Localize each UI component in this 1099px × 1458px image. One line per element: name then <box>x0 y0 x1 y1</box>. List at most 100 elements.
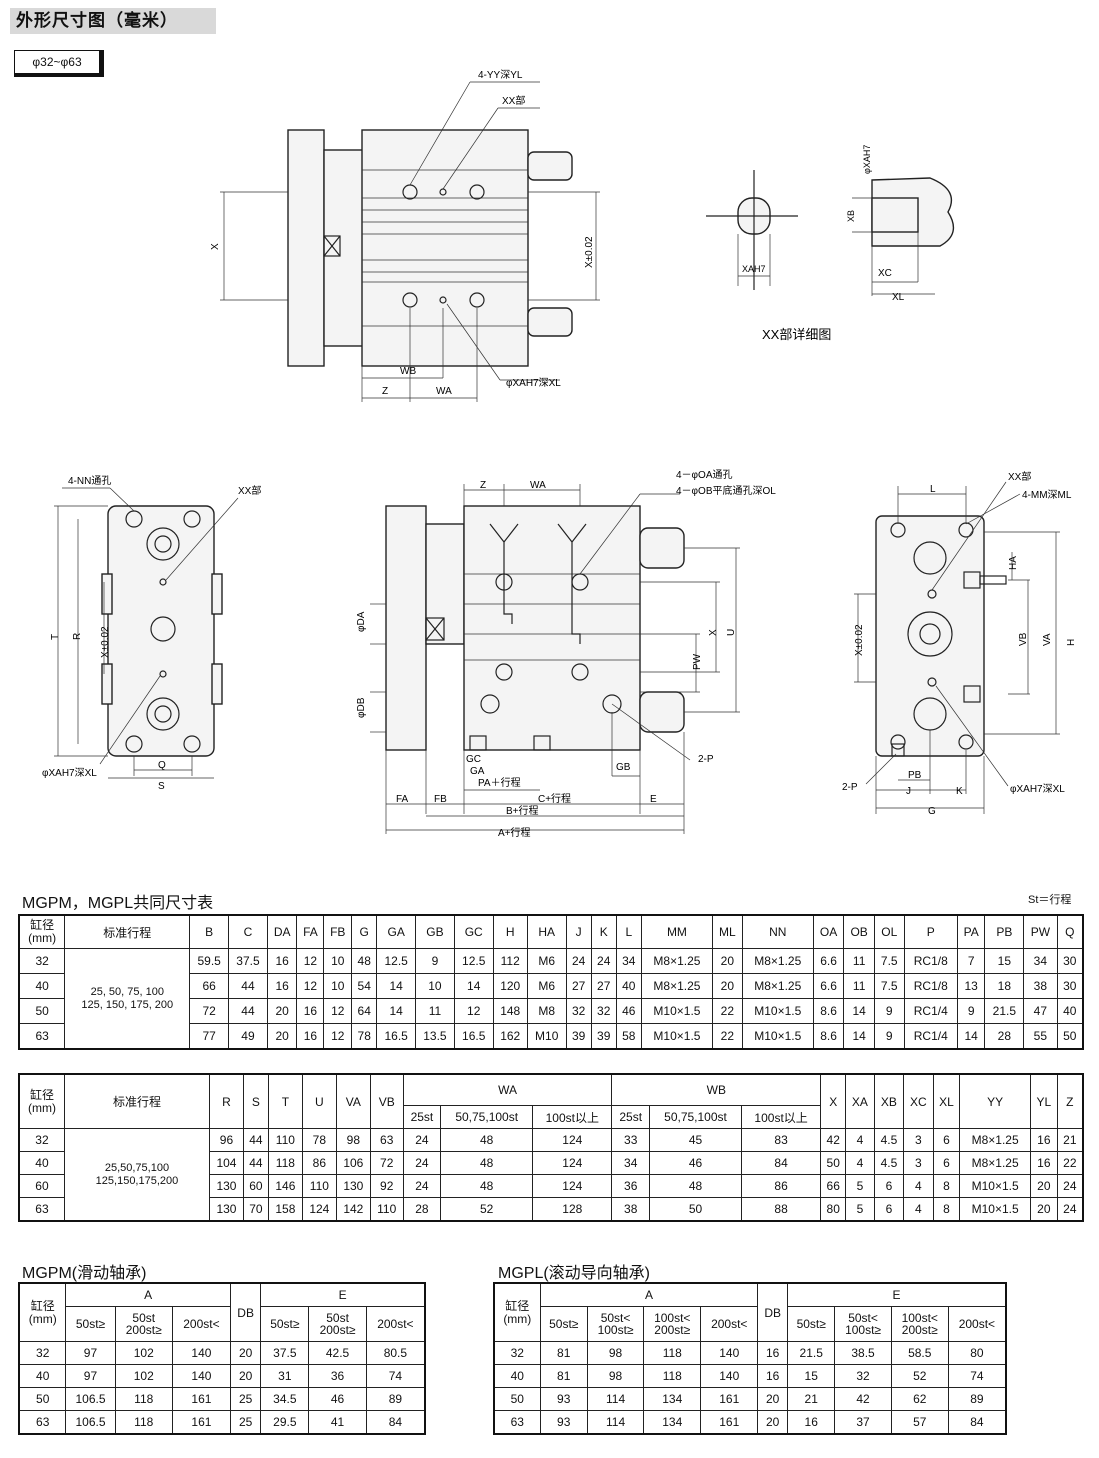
table-cell: 14 <box>453 973 494 999</box>
right-pb: PB <box>908 770 922 781</box>
table-cell: 40 <box>18 1364 67 1388</box>
subheader-cell: 50st≥ <box>787 1306 836 1342</box>
table-cell: 16 <box>266 973 298 999</box>
label-wa: WA <box>436 386 452 397</box>
table-cell: 4.5 <box>873 1151 905 1175</box>
mid-ga: GA <box>470 766 485 777</box>
table-cell: 36 <box>308 1364 367 1388</box>
detail-xl: XL <box>892 292 905 303</box>
header-cell: R <box>208 1073 244 1129</box>
table-cell: 78 <box>301 1128 337 1152</box>
table-cell: 28 <box>984 1023 1025 1050</box>
right-h: H <box>1066 639 1077 646</box>
table-cell: 81 <box>539 1364 588 1388</box>
header-cell: XC <box>903 1073 934 1129</box>
subheader-cell: 200st< <box>171 1306 231 1342</box>
table-cell: 14 <box>843 1023 875 1050</box>
table-cell: 6 <box>873 1197 905 1222</box>
table-cell: 48 <box>440 1174 534 1198</box>
table-cell: M10×1.5 <box>959 1197 1031 1222</box>
right-g: G <box>928 806 936 817</box>
subheader-cell: 200st< <box>365 1306 426 1342</box>
table-cell: 20 <box>229 1341 262 1365</box>
table-cell: 14 <box>376 998 417 1024</box>
side-views-drawing: 4-NN通孔 XX部 T R X±0.02 Q S φXAH7深XL <box>42 469 1077 839</box>
table-cell: 20 <box>1029 1174 1058 1198</box>
table-cell: 118 <box>643 1364 702 1388</box>
mgpm-table: 缸径 (mm) A DB E 50st≥ 50st 200st≥ 200st< … <box>18 1282 426 1435</box>
table-cell: 8 <box>932 1197 961 1222</box>
right-vb: VB <box>1018 632 1029 646</box>
cylinder-top-view <box>220 81 600 402</box>
table-cell: 22 <box>712 998 743 1024</box>
table-cell: 36 <box>611 1174 651 1198</box>
header-cell: 缸径 (mm) <box>493 1282 541 1342</box>
table-cell: 86 <box>301 1151 337 1175</box>
table-cell: 40 <box>1056 998 1084 1024</box>
table-cell: 12 <box>323 998 353 1024</box>
header-cell: HA <box>526 914 567 949</box>
table-cell: 106.5 <box>65 1387 116 1411</box>
header-cell: U <box>301 1073 337 1129</box>
table-cell: 5 <box>845 1174 875 1198</box>
end-view-right <box>854 481 1060 814</box>
table-cell: 15 <box>984 948 1025 974</box>
right-p: 2-P <box>842 782 858 793</box>
table-cell: 66 <box>189 973 230 999</box>
table-cell: 20 <box>1029 1197 1058 1222</box>
table-cell: 52 <box>890 1364 949 1388</box>
header-cell: DB <box>229 1282 262 1342</box>
table-cell: 134 <box>643 1387 702 1411</box>
table-cell: 89 <box>947 1387 1007 1411</box>
table-cell: 146 <box>267 1174 303 1198</box>
table-cell: 88 <box>740 1197 822 1222</box>
mid-u: U <box>726 629 737 636</box>
table-cell: 59.5 <box>189 948 230 974</box>
table-cell: 48 <box>351 948 378 974</box>
table-cell: 92 <box>369 1174 404 1198</box>
table-cell: 38 <box>1023 973 1058 999</box>
table-cell: 12 <box>323 1023 353 1050</box>
mid-a: A+行程 <box>498 826 531 839</box>
right-j: J <box>906 786 911 797</box>
detail-xb: XB <box>846 210 856 222</box>
table-cell: 20 <box>266 1023 298 1050</box>
table-cell: 7 <box>956 948 986 974</box>
table-cell: 32 <box>18 1341 67 1365</box>
table-cell: 9 <box>873 1023 905 1050</box>
left-nn: 4-NN通孔 <box>68 475 111 487</box>
table-cell: 30 <box>1056 973 1084 999</box>
table-cell: 10 <box>323 973 353 999</box>
table-cell: 124 <box>301 1197 337 1222</box>
table-cell: 6.6 <box>812 948 845 974</box>
table-cell: 42 <box>834 1387 892 1411</box>
table-cell: 86 <box>740 1174 822 1198</box>
table-cell: M6 <box>526 948 567 974</box>
header-cell: WA <box>402 1073 613 1106</box>
header-cell: P <box>903 914 958 949</box>
table-cell: 80 <box>947 1341 1007 1365</box>
label-x002: X±0.02 <box>584 236 595 268</box>
header-cell: J <box>565 914 592 949</box>
table-cell: 48 <box>649 1174 742 1198</box>
table-cell: 106.5 <box>65 1410 116 1435</box>
table-cell: 16 <box>266 948 298 974</box>
table-cell: 32 <box>493 1341 541 1365</box>
mid-wa: WA <box>530 480 546 491</box>
table-cell: 37.5 <box>260 1341 310 1365</box>
header-cell: GB <box>415 914 455 949</box>
table-cell: 7.5 <box>873 948 905 974</box>
table-cell: 148 <box>492 998 528 1024</box>
subheader-cell: 50st≥ <box>539 1306 588 1342</box>
header-cell: WB <box>611 1073 822 1106</box>
table-cell: 46 <box>649 1151 742 1175</box>
table-cell: 45 <box>649 1128 742 1152</box>
header-cell: B <box>189 914 230 949</box>
header-cell: DA <box>266 914 298 949</box>
